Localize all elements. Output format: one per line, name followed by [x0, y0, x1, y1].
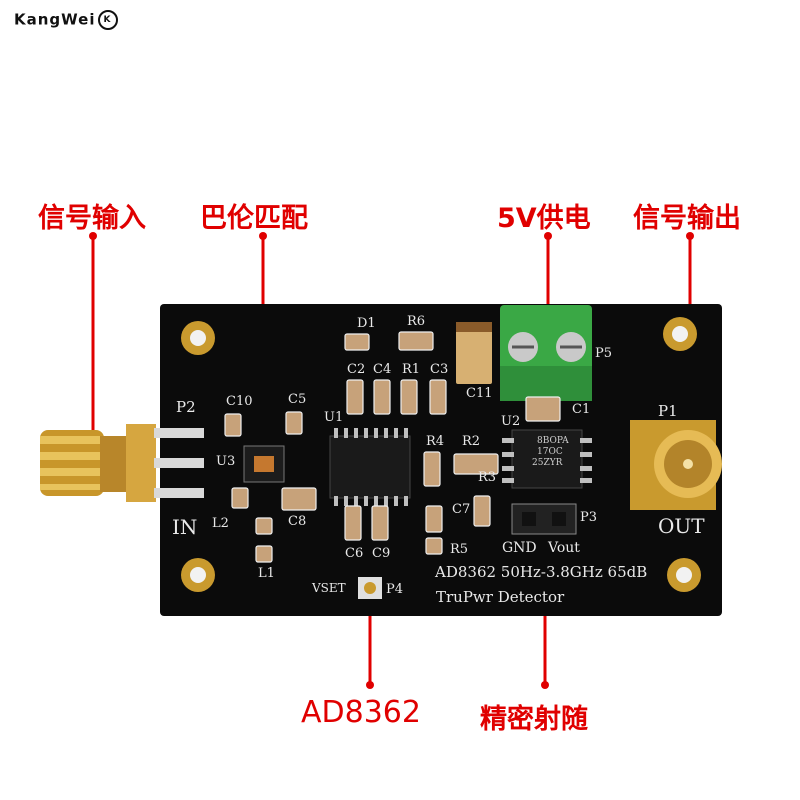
header-p3	[511, 503, 577, 535]
brand-name: KangWei	[14, 10, 96, 29]
callout-follower: 精密射随	[480, 704, 588, 735]
ref-c11: C11	[466, 386, 493, 401]
board-in-label: IN	[172, 515, 198, 539]
ref-p3: P3	[580, 510, 598, 525]
ref-p4: P4	[386, 582, 404, 597]
sma-input-connector	[40, 424, 204, 502]
ref-c7: C7	[452, 502, 471, 517]
ref-u2: U2	[501, 414, 521, 429]
ref-c4: C4	[373, 362, 392, 377]
board-vout-label: Vout	[548, 540, 580, 556]
ref-r1: R1	[402, 362, 421, 377]
ref-u1: U1	[324, 410, 344, 425]
opamp-marking-2: 17OC	[537, 447, 563, 457]
callout-balun: 巴伦匹配	[200, 203, 308, 234]
ref-c3: C3	[430, 362, 449, 377]
ref-c2: C2	[347, 362, 366, 377]
board-vset-label: VSET	[312, 581, 346, 595]
ref-c10: C10	[226, 394, 253, 409]
opamp-marking-1: 8BOPA	[537, 436, 569, 446]
ref-d1: D1	[357, 316, 376, 331]
ref-r3: R3	[478, 470, 497, 485]
opamp-chip	[502, 429, 592, 489]
ref-p1: P1	[658, 402, 678, 420]
ref-r6: R6	[407, 314, 426, 329]
ref-c8: C8	[288, 514, 307, 529]
ref-p5: P5	[595, 346, 613, 361]
ref-u3: U3	[216, 454, 236, 469]
ref-r5: R5	[450, 542, 469, 557]
ref-c1: C1	[572, 402, 591, 417]
ref-c9: C9	[372, 546, 391, 561]
ref-r4: R4	[426, 434, 445, 449]
balun-u3	[243, 445, 285, 483]
mounting-holes	[181, 317, 701, 592]
sma-output-connector	[630, 420, 722, 510]
ref-l1: L1	[258, 566, 275, 581]
ref-r2: R2	[462, 434, 481, 449]
capacitor-c11	[456, 322, 492, 384]
smd-components	[224, 331, 561, 563]
callout-chip: AD8362	[301, 695, 421, 730]
opamp-marking-3: 25ZYR	[532, 458, 563, 468]
board-title-line1: AD8362 50Hz-3.8GHz 65dB	[435, 563, 648, 581]
board-out-label: OUT	[658, 514, 705, 538]
callout-power: 5V供电	[497, 203, 591, 234]
ref-l2: L2	[212, 516, 229, 531]
pad-p4	[358, 577, 382, 599]
ref-c5: C5	[288, 392, 307, 407]
callout-signal-input: 信号输入	[38, 203, 146, 234]
board-title-line2: TruPwr Detector	[436, 588, 565, 606]
brand-mark-icon: K	[97, 10, 118, 30]
ref-c6: C6	[345, 546, 364, 561]
ref-p2: P2	[176, 398, 196, 416]
board-gnd-label: GND	[502, 540, 537, 556]
ad8362-chip	[329, 428, 411, 506]
callout-signal-output: 信号输出	[633, 203, 741, 234]
screw-terminal	[500, 305, 592, 401]
